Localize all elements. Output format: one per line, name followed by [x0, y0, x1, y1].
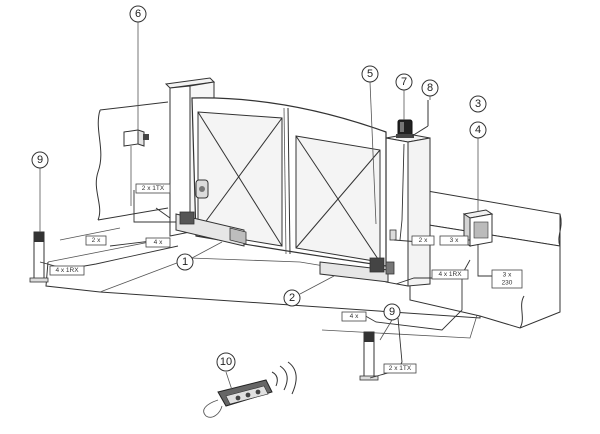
callout-5: 5 — [361, 65, 379, 83]
photocell-left — [195, 179, 209, 199]
svg-text:2 x 1TX: 2 x 1TX — [389, 365, 412, 372]
svg-text:2 x 1TX: 2 x 1TX — [142, 185, 165, 192]
cable-tag: 4 x — [145, 237, 171, 248]
callout-8: 8 — [421, 79, 439, 97]
callout-bubbles: 1 2 3 4 5 6 7 8 — [31, 5, 487, 372]
cable-tag: 2 x — [85, 235, 107, 246]
cable-tag: 4 x — [341, 311, 367, 322]
cable-tag: 3 x — [439, 235, 469, 246]
svg-text:9: 9 — [37, 154, 43, 166]
antenna — [411, 100, 429, 137]
svg-text:4: 4 — [475, 124, 481, 136]
svg-text:5: 5 — [367, 68, 373, 80]
cable-tags: 2 x 1TX 2 x 4 x 4 x 1RX 2 x 3 x 4 x 1RX — [49, 183, 523, 374]
left-wall — [95, 101, 169, 221]
callout-10: 10 — [216, 352, 236, 372]
cable-tag: 4 x 1RX — [49, 265, 85, 276]
callout-9-left: 9 — [31, 151, 49, 169]
svg-text:2 x: 2 x — [92, 237, 101, 244]
svg-text:9: 9 — [389, 306, 395, 318]
callout-3: 3 — [469, 95, 487, 113]
callout-4: 4 — [469, 121, 487, 139]
cable-tag: 2 x 1TX — [383, 363, 417, 374]
operator-1 — [175, 211, 247, 247]
photocell-column-left — [29, 231, 49, 283]
svg-text:4 x: 4 x — [350, 313, 359, 320]
remote-control — [203, 361, 297, 418]
cable-tag: 4 x 1RX — [431, 269, 469, 280]
svg-text:4 x 1RX: 4 x 1RX — [55, 267, 79, 274]
svg-text:4 x 1RX: 4 x 1RX — [438, 271, 462, 278]
flashing-light — [396, 119, 414, 138]
photocell-column-right — [359, 331, 379, 381]
svg-text:2: 2 — [289, 292, 295, 304]
svg-text:4 x: 4 x — [154, 239, 163, 246]
callout-2: 2 — [283, 289, 301, 307]
key-selector — [123, 129, 149, 206]
svg-text:7: 7 — [401, 76, 407, 88]
photocell-right — [389, 229, 397, 241]
callout-7: 7 — [395, 73, 413, 91]
callout-9-right: 9 — [383, 303, 401, 321]
gate — [191, 97, 387, 267]
callout-6: 6 — [129, 5, 147, 23]
svg-text:8: 8 — [427, 82, 433, 94]
cable-tag: 2 x — [411, 235, 435, 246]
right-wall — [409, 187, 562, 329]
operator-2 — [319, 257, 395, 283]
svg-text:3 x: 3 x — [503, 272, 512, 279]
leader-lines — [39, 22, 479, 391]
svg-text:2 x: 2 x — [419, 237, 428, 244]
cable-tag: 2 x 1TX — [135, 183, 171, 194]
svg-text:1: 1 — [182, 256, 188, 268]
svg-text:3: 3 — [475, 98, 481, 110]
svg-text:10: 10 — [220, 356, 232, 368]
svg-text:230: 230 — [502, 280, 513, 287]
callout-1: 1 — [176, 253, 194, 271]
svg-text:3 x: 3 x — [450, 237, 459, 244]
cable-tag: 3 x 230 — [491, 269, 523, 289]
svg-text:6: 6 — [135, 8, 141, 20]
